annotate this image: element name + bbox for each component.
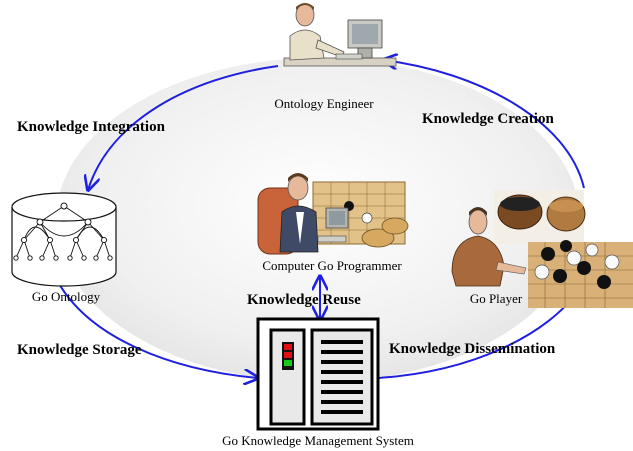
go-programmer-icon [257,173,409,255]
go-ontology-database-icon [11,192,117,287]
computer-go-programmer-label: Computer Go Programmer [262,258,402,273]
go-player-label: Go Player [470,291,523,306]
stage-label-integration: Knowledge Integration [17,119,166,135]
stage-label-reuse: Knowledge Reuse [247,292,361,308]
go-ontology-label: Go Ontology [32,289,101,304]
stage-label-storage: Knowledge Storage [17,342,142,358]
km-system-label: Go Knowledge Management System [222,433,414,448]
status-led-red-1 [284,344,292,350]
stage-label-dissemination: Knowledge Dissemination [389,341,556,357]
status-led-red-2 [284,352,292,358]
ontology-engineer-label: Ontology Engineer [274,96,374,111]
ontology-engineer-icon [283,3,397,67]
stage-label-creation: Knowledge Creation [422,111,554,127]
cycle-arrow-storage [57,281,258,378]
go-player-icon [451,190,633,308]
km-system-server-icon [256,317,380,431]
cycle-arrow-integration [88,65,279,190]
cycle-arrow-creation [383,60,585,189]
status-led-green [284,360,292,366]
